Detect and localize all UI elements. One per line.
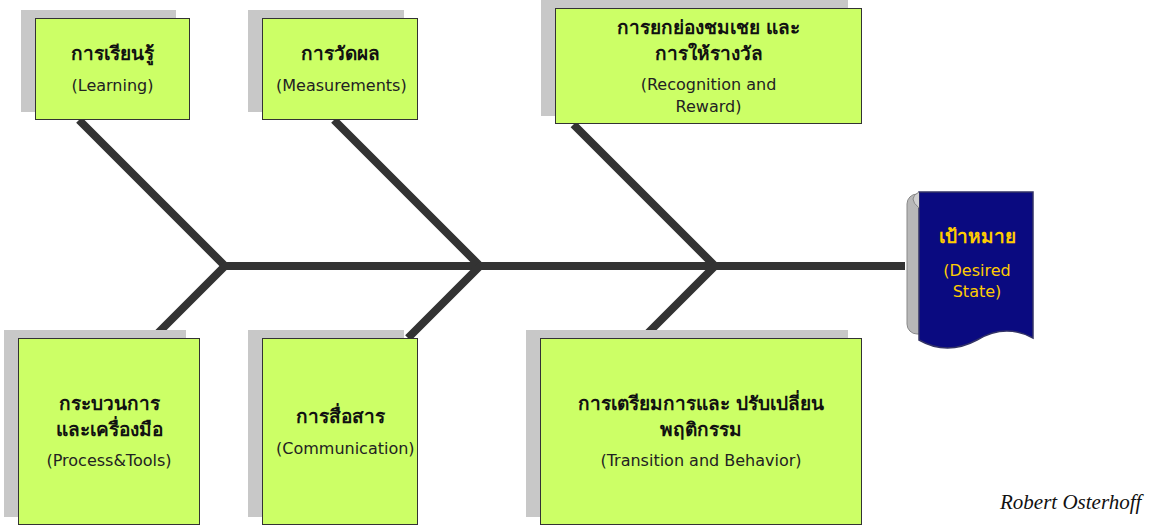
- english-subtitle: (Recognition and Reward): [614, 74, 804, 117]
- goal-banner: เป้าหมาย (Desired State): [905, 188, 1037, 353]
- cause-box: การวัดผล (Measurements): [262, 18, 418, 120]
- english-subtitle: (Desired State): [927, 260, 1027, 303]
- fishbone-bone: [408, 266, 905, 338]
- thai-heading: การวัดผล: [301, 41, 380, 67]
- fishbone-bone: [573, 124, 905, 266]
- english-subtitle: (Learning): [72, 75, 154, 97]
- english-subtitle: (Transition and Behavior): [600, 450, 801, 472]
- thai-heading: เป้าหมาย: [939, 224, 1016, 250]
- cause-box: กระบวนการ และเครื่องมือ (Process&Tools): [18, 338, 200, 525]
- thai-heading: กระบวนการ และเครื่องมือ: [44, 391, 174, 442]
- english-subtitle: (Measurements): [276, 75, 404, 97]
- fishbone-bone: [79, 120, 905, 266]
- cause-box: การยกย่องชมเชย และการให้รางวัล (Recogniti…: [555, 8, 862, 124]
- cause-box: การเรียนรู้ (Learning): [35, 18, 190, 120]
- english-subtitle: (Process&Tools): [46, 450, 171, 472]
- fishbone-bone: [643, 266, 905, 338]
- thai-heading: การยกย่องชมเชย และการให้รางวัล: [614, 15, 804, 66]
- english-subtitle: (Communication): [276, 438, 404, 460]
- cause-box: การเตรียมการและ ปรับเปลี่ยนพฤติกรรม (Tran…: [540, 338, 862, 525]
- thai-heading: การสื่อสาร: [296, 404, 385, 430]
- thai-heading: การเรียนรู้: [71, 41, 154, 67]
- fishbone-bone: [153, 266, 905, 338]
- thai-heading: การเตรียมการและ ปรับเปลี่ยนพฤติกรรม: [576, 391, 826, 442]
- cause-box: การสื่อสาร (Communication): [262, 338, 418, 525]
- author-credit: Robert Osterhoff: [1000, 490, 1141, 515]
- fishbone-bone: [334, 120, 905, 266]
